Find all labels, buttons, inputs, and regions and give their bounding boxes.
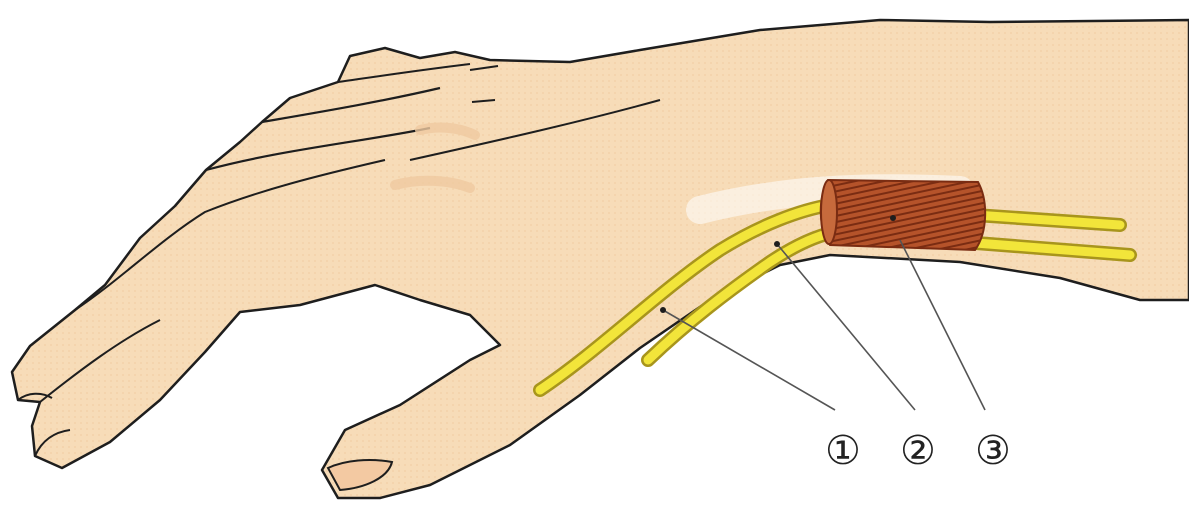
label-3: ③: [975, 428, 1011, 474]
label-1: ①: [825, 428, 861, 474]
leader-line-1: [663, 310, 835, 410]
leader-line-2: [777, 244, 915, 410]
label-2: ②: [900, 428, 936, 474]
tendon-sheath: [821, 180, 985, 250]
hand-silhouette: [12, 20, 1189, 498]
leader-line-3: [900, 240, 985, 410]
